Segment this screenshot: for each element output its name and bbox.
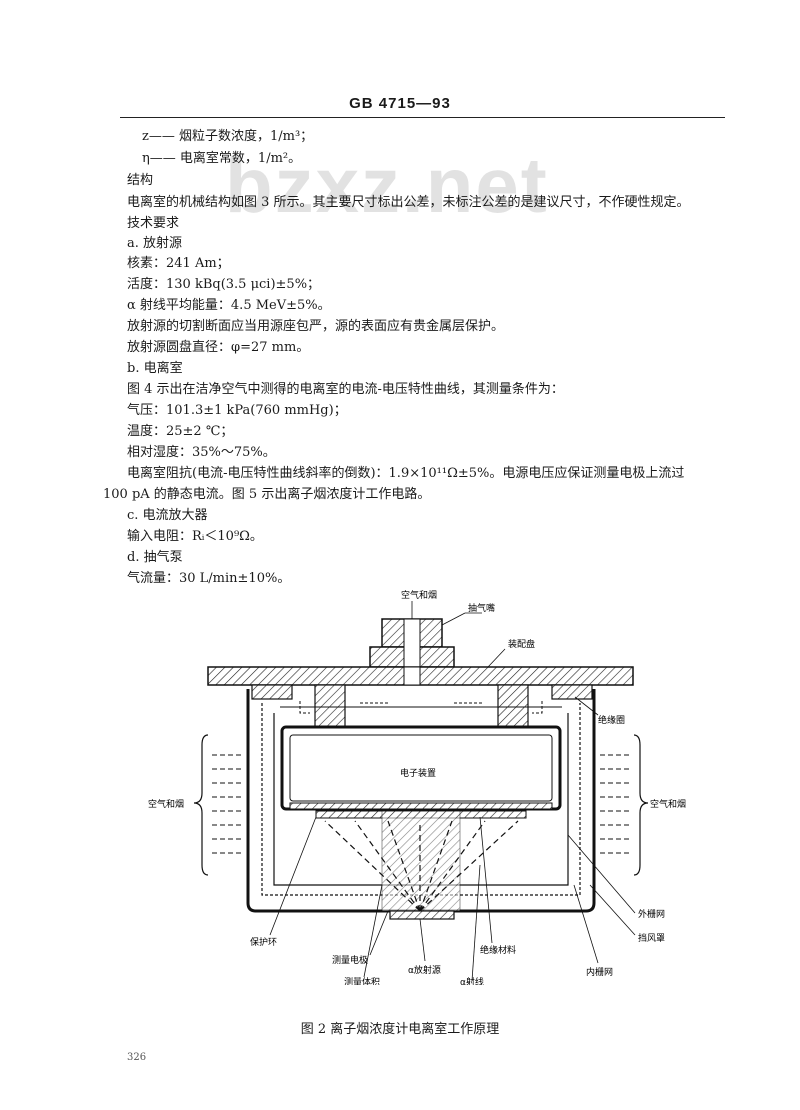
label-alpha-rays: α射线 <box>460 976 484 985</box>
support-blocks <box>251 684 593 728</box>
leader-lines <box>269 601 636 982</box>
text-line-activity: 活度：130 kBq(3.5 μci)±5%； <box>127 277 321 292</box>
label-air-smoke-right: 空气和烟 <box>650 798 686 810</box>
text-line-source-protection: 放射源的切割断面应当用源座包严，源的表面应有贵金属层保护。 <box>127 319 505 334</box>
text-line-chamber-curve: 图 4 示出在洁净空气中测得的电离室的电流-电压特性曲线，其测量条件为： <box>127 382 564 397</box>
text-line-impedance: 电离室阻抗(电流-电压特性曲线斜率的倒数)：1.9×10¹¹Ω±5%。电源电压应… <box>127 466 685 481</box>
standard-header: GB 4715—93 <box>349 95 451 112</box>
right-brace <box>633 734 649 876</box>
internal-airflow-arrows <box>299 701 543 714</box>
label-alpha-source: α放射源 <box>408 964 441 976</box>
text-line-symbol-eta: η—— 电离室常数，1/m²。 <box>142 151 302 166</box>
header-rule <box>120 117 725 118</box>
subheading-radiation-source: a. 放射源 <box>127 236 183 251</box>
label-measuring-volume: 测量体积 <box>344 976 380 985</box>
label-insulating-material: 绝缘材料 <box>480 944 516 956</box>
page-number: 326 <box>127 1052 147 1063</box>
label-measuring-electrode: 测量电极 <box>332 954 368 966</box>
text-line-temperature: 温度：25±2 ℃； <box>127 424 234 439</box>
label-inner-grid: 内栅网 <box>586 966 613 978</box>
subheading-suction-pump: d. 抽气泵 <box>127 550 183 565</box>
text-line-structure-desc: 电离室的机械结构如图 3 所示。其主要尺寸标出公差，未标注公差的是建议尺寸，不作… <box>127 195 690 210</box>
label-guard-ring: 保护环 <box>250 936 277 948</box>
electronics-box <box>280 725 562 811</box>
text-line-alpha-energy: α 射线平均能量：4.5 MeV±5%。 <box>127 298 331 313</box>
label-outer-grid: 外栅网 <box>638 908 665 920</box>
text-line-air-flow: 气流量：30 L/min±10%。 <box>127 571 291 586</box>
section-heading-requirements: 技术要求 <box>127 216 180 231</box>
text-line-quiescent-current: 100 pA 的静态电流。图 5 示出离子烟浓度计工作电路。 <box>103 487 431 502</box>
text-line-source-diameter: 放射源圆盘直径：φ=27 mm。 <box>127 340 310 355</box>
text-line-pressure: 气压：101.3±1 kPa(760 mmHg)； <box>127 403 347 418</box>
left-brace <box>193 734 209 876</box>
alpha-rays <box>324 820 519 912</box>
label-electronics: 电子装置 <box>400 767 436 779</box>
label-wind-shield: 挡风罩 <box>638 932 665 944</box>
section-heading-structure: 结构 <box>127 173 154 188</box>
label-air-smoke-left: 空气和烟 <box>148 798 184 810</box>
right-airflow-arrows <box>600 754 630 854</box>
subheading-current-amplifier: c. 电流放大器 <box>127 508 208 523</box>
text-line-symbol-z: z—— 烟粒子数浓度，1/m³； <box>142 129 314 144</box>
label-air-smoke-top: 空气和烟 <box>401 589 437 601</box>
subheading-ionization-chamber: b. 电离室 <box>127 361 183 376</box>
text-line-nuclide: 核素：241 Am； <box>127 256 230 271</box>
alpha-source <box>389 910 455 920</box>
label-suction-nozzle: 抽气嘴 <box>468 602 495 614</box>
label-mounting-plate: 装配盘 <box>508 638 535 650</box>
watermark: bzxz.net <box>225 141 549 229</box>
text-line-input-resistance: 输入电阻：Rᵢ＜10⁹Ω。 <box>127 529 263 544</box>
measuring-electrode <box>381 810 461 912</box>
label-insulating-ring: 绝缘圈 <box>598 714 625 726</box>
ionization-chamber-diagram: 空气和烟 抽气嘴 装配盘 绝缘圈 电子装置 空气和烟 空气和烟 外栅网 挡风罩 … <box>148 589 686 985</box>
left-airflow-arrows <box>212 754 242 854</box>
suction-nozzle <box>369 618 455 680</box>
figure-caption: 图 2 离子烟浓度计电离室工作原理 <box>300 1022 500 1037</box>
text-line-humidity: 相对湿度：35%～75%。 <box>127 445 276 460</box>
